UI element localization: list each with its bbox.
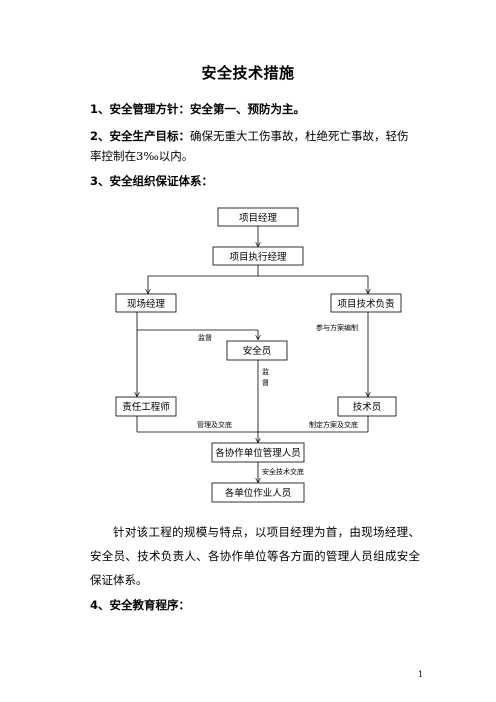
- node-tech-box: [330, 293, 402, 313]
- node-site-manager: 现场经理: [127, 298, 166, 310]
- label-supervise-v2: 督: [262, 378, 269, 387]
- section-1-label: 1、安全管理方针：: [90, 102, 191, 116]
- section-3-label: 3、安全组织保证体系：: [90, 174, 214, 188]
- section-1-text: 安全第一、预防为主。: [190, 102, 306, 116]
- node-resp-engineer: 责任工程师: [122, 401, 170, 413]
- node-pm: 项目经理: [239, 212, 278, 224]
- node-technician: 技术员: [353, 401, 382, 413]
- summary-paragraph: 针对该工程的规模与特点，以项目经理为首，由现场经理、安全员、技术负责人、各协作单…: [90, 525, 420, 587]
- section-4-label: 4、安全教育程序：: [90, 598, 191, 612]
- section-2: 2、安全生产目标：确保无重大工伤事故，杜绝死亡事故，轻伤: [90, 125, 420, 148]
- node-workers-box: [211, 482, 305, 503]
- node-workers: 各单位作业人员: [225, 487, 292, 499]
- section-3: 3、安全组织保证体系：: [90, 170, 420, 193]
- label-plan-brief: 制定方案及交底: [309, 420, 358, 429]
- section-2-text: 确保无重大工伤事故，杜绝死亡事故，轻伤: [190, 129, 409, 143]
- section-2-label: 2、安全生产目标：: [90, 129, 191, 143]
- node-engineer-box: [115, 396, 177, 417]
- label-plan-compile: 参与方案编制: [316, 323, 358, 332]
- node-site-box: [115, 293, 177, 313]
- section-2-continuation: 率控制在3‰以内。: [90, 149, 194, 163]
- label-supervise-v1: 监: [262, 367, 269, 376]
- label-safety-brief: 安全技术交底: [262, 467, 304, 476]
- node-exec-box: [212, 246, 304, 266]
- node-technician-box: [337, 396, 397, 417]
- node-pm-box: [217, 207, 299, 227]
- node-safety-box: [226, 340, 288, 361]
- page-title: 安全技术措施: [201, 64, 295, 82]
- node-exec-pm: 项目执行经理: [229, 251, 287, 263]
- node-sub-box: [211, 442, 305, 463]
- page-number: 1: [418, 670, 424, 679]
- node-tech-lead: 项目技术负责: [337, 298, 394, 310]
- section-1: 1、安全管理方针：安全第一、预防为主。: [90, 98, 420, 121]
- node-safety-officer: 安全员: [243, 345, 272, 357]
- label-supervise: 监督: [198, 333, 212, 342]
- node-sub-managers: 各协作单位管理人员: [215, 447, 301, 459]
- section-4: 4、安全教育程序：: [90, 594, 420, 617]
- label-manage-brief: 管理及交底: [197, 420, 232, 429]
